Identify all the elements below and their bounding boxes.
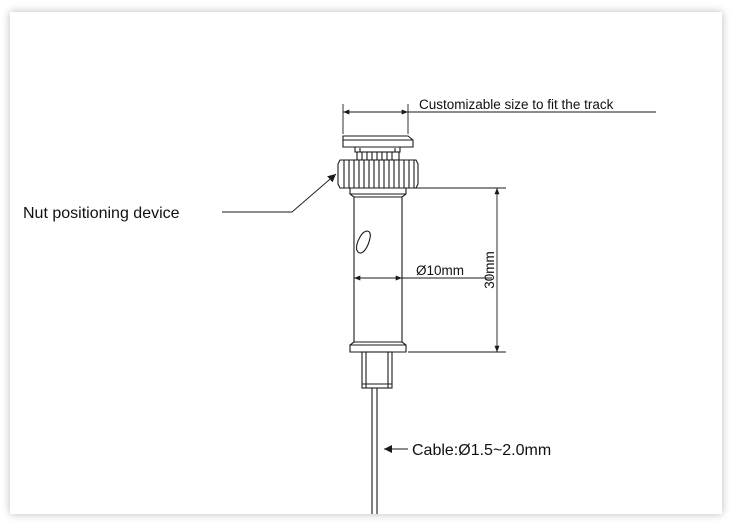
gripper-diagram: Customizable size to fit the track Nut p… <box>23 97 656 514</box>
knurled-nut <box>337 159 419 189</box>
nut-leader <box>222 173 337 213</box>
diagram-frame: Customizable size to fit the track Nut p… <box>10 12 722 514</box>
cable <box>371 388 378 514</box>
track-clamp-plate <box>342 135 414 153</box>
nut-positioning-label: Nut positioning device <box>23 205 180 222</box>
length-label: 30mm <box>482 251 497 289</box>
gripper-body <box>349 187 407 353</box>
threaded-neck <box>356 151 400 161</box>
width-dimension <box>342 104 656 134</box>
cable-stem <box>361 351 393 389</box>
customizable-size-label: Customizable size to fit the track <box>419 97 614 112</box>
diameter-label: Ø10mm <box>416 263 464 278</box>
cable-label: Cable:Ø1.5~2.0mm <box>412 442 551 459</box>
length-dimension <box>408 187 506 353</box>
